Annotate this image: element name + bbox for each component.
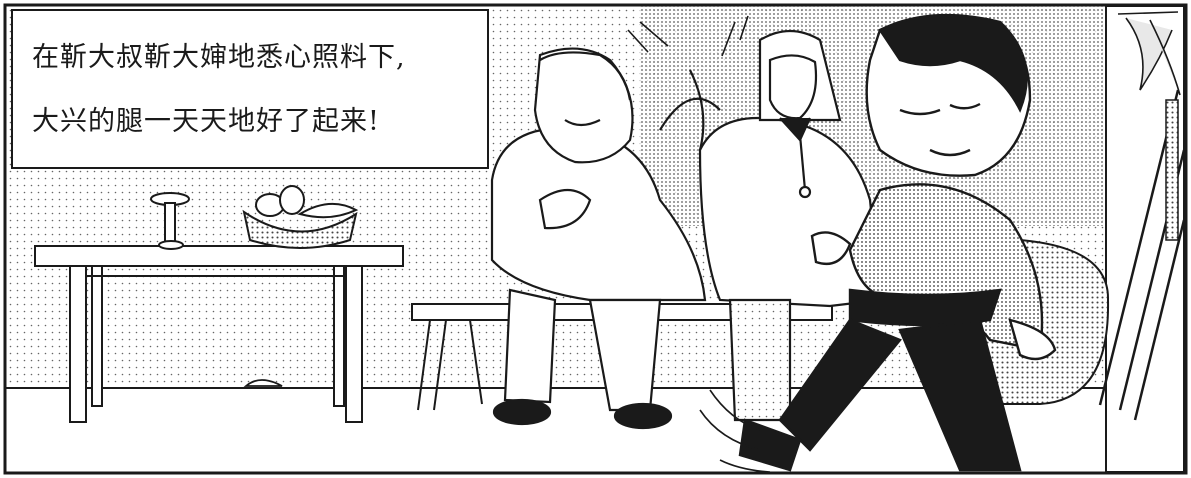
- fruit-basket: [242, 185, 359, 249]
- slipper: [243, 379, 283, 387]
- pole-hook: [1165, 99, 1179, 241]
- table: [34, 245, 404, 423]
- oil-lamp: [150, 192, 190, 250]
- boy-figure: [738, 13, 1057, 472]
- caption-line-2: 大兴的腿一天天地好了起来!: [32, 106, 380, 137]
- panel-border: [3, 3, 1188, 475]
- caption-box: 在靳大叔靳大婶地悉心照料下, 大兴的腿一天天地好了起来!: [11, 9, 489, 169]
- caption-line-1: 在靳大叔靳大婶地悉心照料下,: [32, 42, 406, 73]
- corn-hanging: [1117, 11, 1181, 96]
- aunt-figure: [490, 47, 707, 430]
